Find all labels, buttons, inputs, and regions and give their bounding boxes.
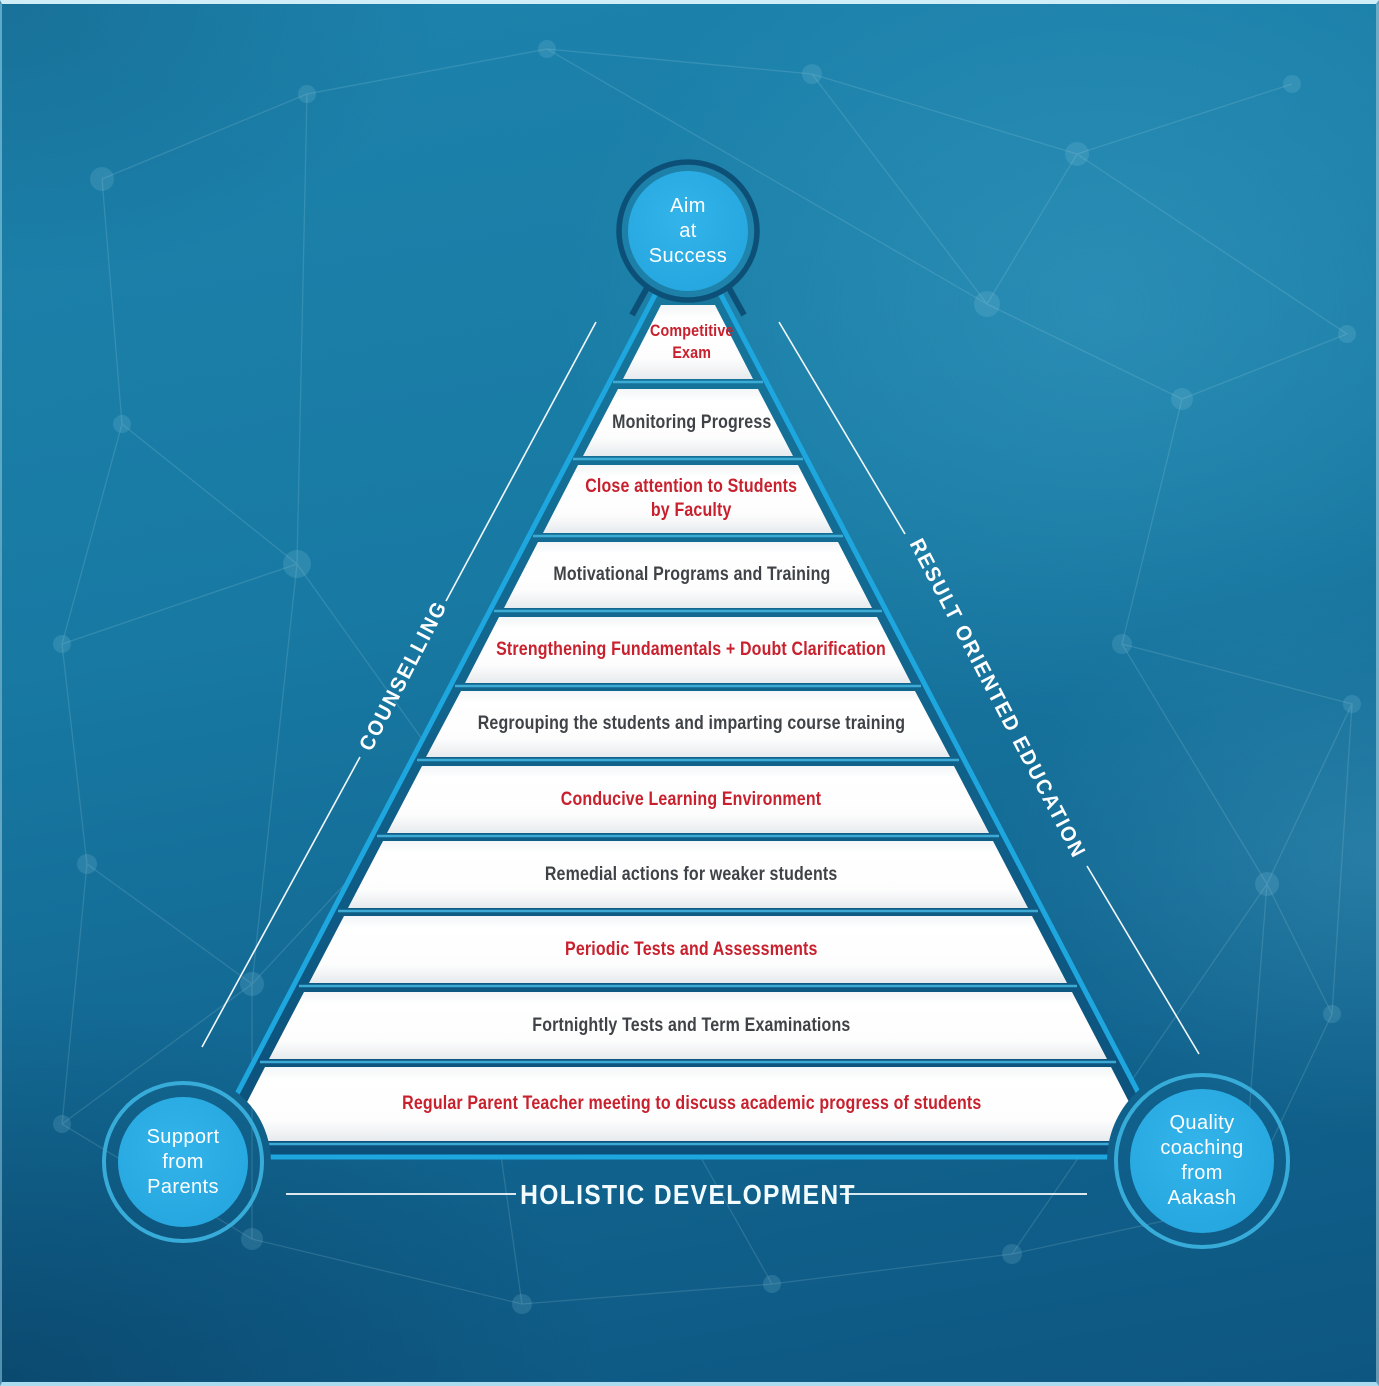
band-2 [583, 389, 793, 456]
bottom-rule-left [286, 1193, 516, 1195]
band-11 [227, 1067, 1149, 1141]
band-5 [465, 617, 911, 683]
band-3 [543, 465, 833, 533]
network-pattern [53, 40, 1361, 1314]
left-circle [118, 1097, 248, 1227]
bottom-rule-right [840, 1193, 1087, 1195]
right-circle [1130, 1089, 1274, 1233]
band-1 [623, 305, 753, 379]
apex-collar [616, 159, 760, 317]
band-9 [309, 916, 1067, 983]
band-10 [269, 992, 1107, 1059]
band-4 [504, 542, 872, 608]
gap-highlights [217, 380, 1159, 1146]
band-6 [426, 691, 950, 757]
band-7 [387, 766, 989, 833]
band-8 [348, 841, 1028, 908]
pyramid-canvas [102, 159, 1290, 1249]
edge-guide-lines [201, 321, 1200, 1055]
apex-circle [628, 171, 748, 291]
right-circle-ring [1114, 1073, 1290, 1249]
pyramid-bands [227, 305, 1149, 1141]
left-circle-ring [102, 1081, 264, 1243]
network-nodes [53, 40, 1361, 1314]
